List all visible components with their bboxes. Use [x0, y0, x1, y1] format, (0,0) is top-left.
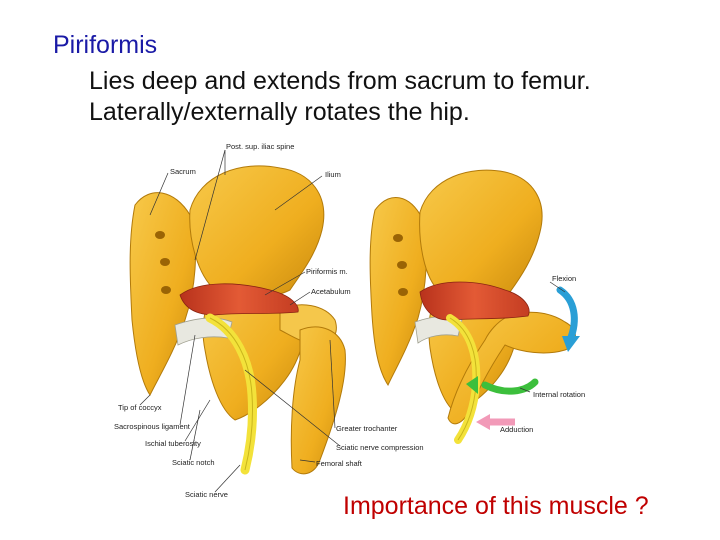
right-ilium: [419, 169, 543, 300]
internal-rotation-arrow: [481, 378, 539, 395]
label-sciatic-notch: Sciatic notch: [172, 458, 215, 467]
label-acetabulum: Acetabulum: [311, 287, 351, 296]
left-femur-shaft: [290, 326, 346, 475]
label-sacrospinous-ligament: Sacrospinous ligament: [114, 422, 191, 431]
flexion-arrow: [556, 286, 578, 344]
internal-rotation-arrow-head: [466, 376, 478, 394]
importance-question: Importance of this muscle ?: [343, 492, 649, 520]
label-ilium: Ilium: [325, 170, 341, 179]
right-piriformis-muscle: [419, 281, 530, 321]
bullet-1: Lies deep and extends from sacrum to fem…: [89, 67, 591, 95]
figure-labels: Post. sup. iliac spine Sacrum Ilium Piri…: [114, 142, 585, 499]
right-sacrospinous-ligament: [414, 316, 463, 344]
label-sciatic-nerve-compression: Sciatic nerve compression: [336, 443, 424, 452]
label-sciatic-nerve: Sciatic nerve: [185, 490, 228, 499]
label-flexion: Flexion: [552, 274, 576, 283]
slide-title: Piriformis: [53, 31, 158, 59]
adduction-arrow-head: [476, 414, 490, 430]
right-femur: [447, 311, 576, 425]
label-femoral-shaft: Femoral shaft: [316, 459, 363, 468]
right-pelvis-figure: [369, 169, 580, 444]
left-pelvis-figure: [129, 165, 346, 475]
label-piriformis: Piriformis m.: [306, 267, 348, 276]
left-piriformis-muscle: [179, 283, 299, 316]
label-greater-trochanter: Greater trochanter: [336, 424, 398, 433]
label-tip-of-coccyx: Tip of coccyx: [118, 403, 162, 412]
bullet-2: Laterally/externally rotates the hip.: [89, 98, 470, 126]
left-ilium: [189, 165, 325, 298]
leader-lines: [139, 149, 566, 493]
label-adduction: Adduction: [500, 425, 533, 434]
label-post-sup-iliac-spine: Post. sup. iliac spine: [226, 142, 294, 151]
flexion-arrow-head: [562, 336, 580, 352]
label-ischial-tuberosity: Ischial tuberosity: [145, 439, 201, 448]
label-sacrum: Sacrum: [170, 167, 196, 176]
label-internal-rotation: Internal rotation: [533, 390, 585, 399]
